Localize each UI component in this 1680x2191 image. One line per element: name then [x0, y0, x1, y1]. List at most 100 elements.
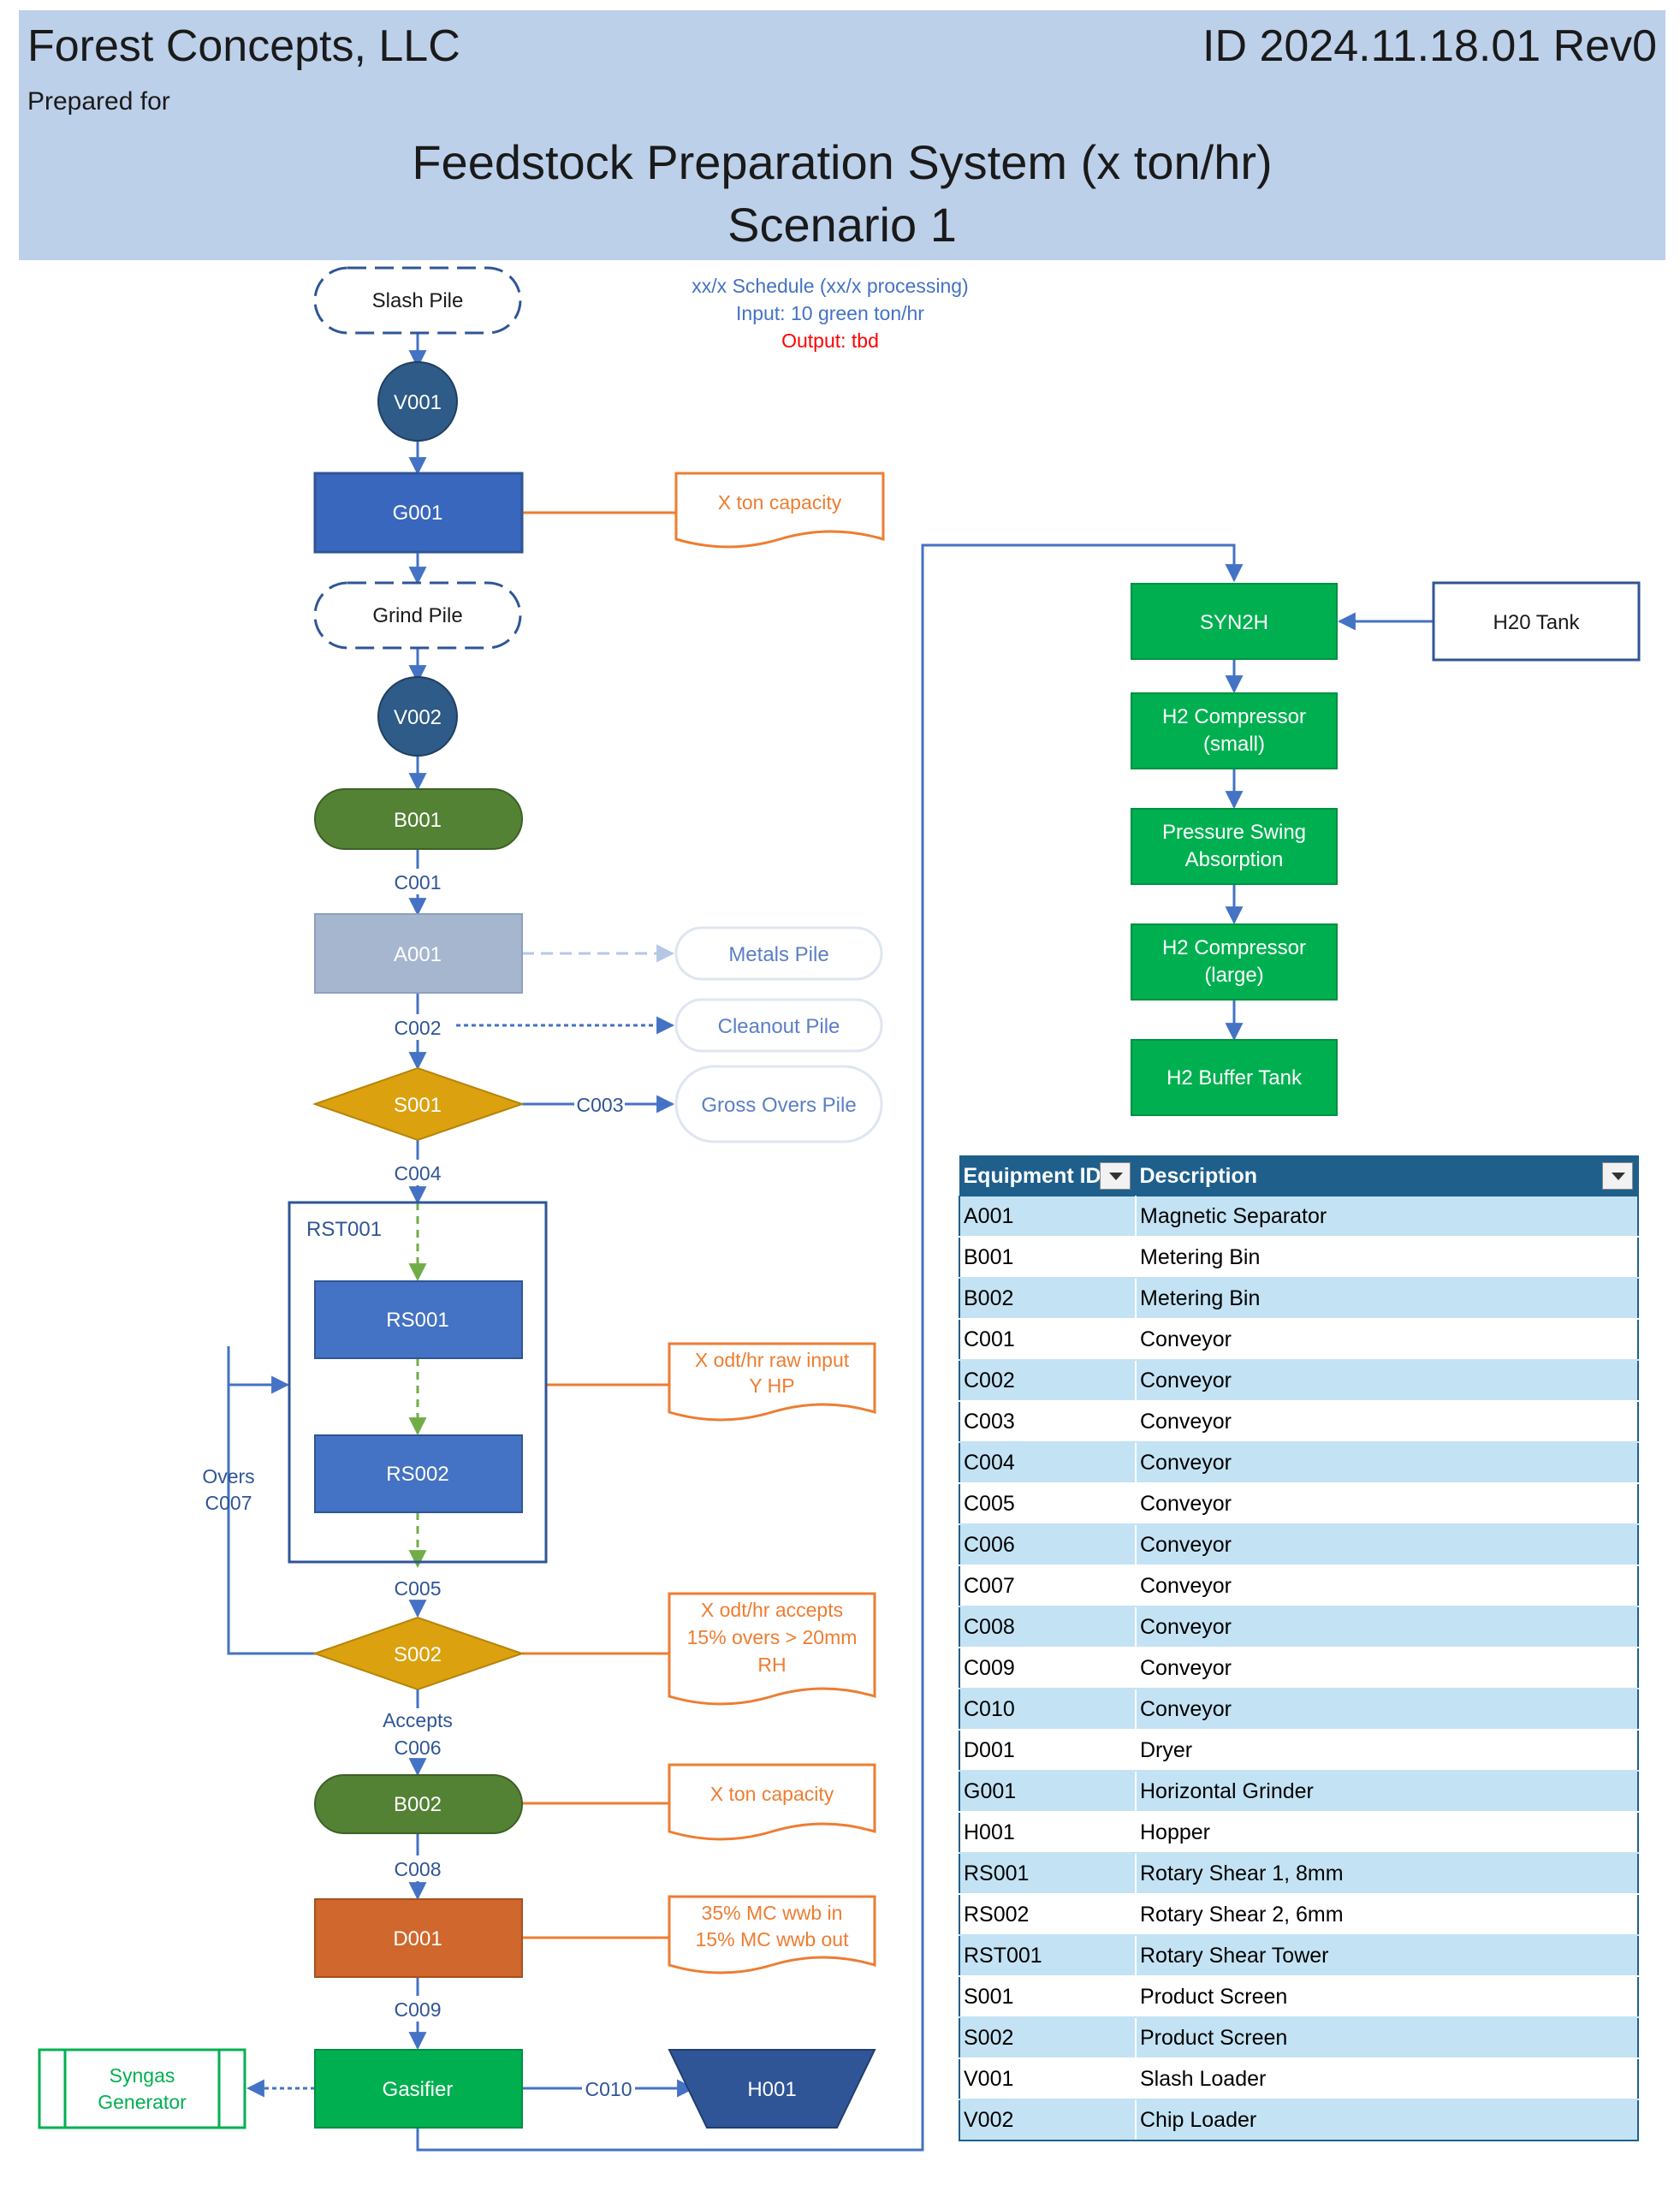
- description-cell[interactable]: Conveyor: [1136, 1483, 1639, 1525]
- equipment-id-cell[interactable]: V001: [959, 2058, 1137, 2100]
- equipment-id-cell[interactable]: C002: [959, 1360, 1137, 1402]
- description-cell[interactable]: Conveyor: [1136, 1648, 1639, 1689]
- equipment-id-cell[interactable]: B002: [959, 1278, 1137, 1320]
- grind-pile-node[interactable]: Grind Pile: [313, 581, 522, 650]
- c002-label: C002: [395, 1017, 442, 1039]
- gross-overs-pile-node[interactable]: Gross Overs Pile: [674, 1065, 883, 1143]
- equipment-id-cell[interactable]: C005: [959, 1483, 1137, 1525]
- equipment-id-cell[interactable]: H001: [959, 1812, 1137, 1854]
- s002-node[interactable]: S002: [312, 1616, 525, 1691]
- description-cell[interactable]: Product Screen: [1136, 1976, 1639, 2018]
- h001-node[interactable]: H001: [668, 2049, 876, 2129]
- h2-compressor-large-line2: (large): [1204, 964, 1263, 987]
- description-cell[interactable]: Horizontal Grinder: [1136, 1771, 1639, 1813]
- equipment-id-cell[interactable]: B001: [959, 1237, 1137, 1279]
- gross-overs-pile-label: Gross Overs Pile: [701, 1094, 856, 1117]
- equipment-id-cell[interactable]: V002: [959, 2099, 1137, 2141]
- h2-buffer-tank-node[interactable]: H2 Buffer Tank: [1131, 1039, 1338, 1116]
- d001-note-line2: 15% MC wwb out: [696, 1928, 850, 1951]
- company-name: Forest Concepts, LLC: [27, 21, 460, 71]
- b001-label: B001: [394, 809, 442, 832]
- rs002-node[interactable]: RS002: [314, 1434, 523, 1513]
- equipment-id-cell[interactable]: C007: [959, 1565, 1137, 1607]
- description-cell[interactable]: Chip Loader: [1136, 2099, 1639, 2141]
- h2o-tank-node[interactable]: H20 Tank: [1432, 581, 1641, 662]
- gasifier-node[interactable]: Gasifier: [314, 2049, 523, 2129]
- d001-node[interactable]: D001: [314, 1898, 523, 1978]
- description-cell[interactable]: Conveyor: [1136, 1606, 1639, 1648]
- syn2h-node[interactable]: SYN2H: [1131, 583, 1338, 660]
- equipment-id-cell[interactable]: C009: [959, 1648, 1137, 1689]
- equipment-id-cell[interactable]: S002: [959, 2017, 1137, 2059]
- diagram-subtitle: Scenario 1: [727, 198, 957, 252]
- overs-label: Overs: [202, 1465, 254, 1487]
- description-cell[interactable]: Conveyor: [1136, 1401, 1639, 1443]
- description-cell[interactable]: Slash Loader: [1136, 2058, 1639, 2100]
- equipment-id-cell[interactable]: C008: [959, 1606, 1137, 1648]
- equipment-id-header[interactable]: Equipment ID: [959, 1155, 1137, 1196]
- s002-note-line1: X odt/hr accepts: [701, 1599, 843, 1621]
- slash-pile-node[interactable]: Slash Pile: [313, 266, 522, 335]
- syngas-label-line1: Syngas: [110, 2064, 175, 2087]
- equipment-id-cell[interactable]: G001: [959, 1771, 1137, 1813]
- equipment-id-cell[interactable]: C010: [959, 1689, 1137, 1731]
- description-cell[interactable]: Magnetic Separator: [1136, 1196, 1639, 1238]
- description-cell[interactable]: Rotary Shear 2, 6mm: [1136, 1894, 1639, 1936]
- equipment-id-cell[interactable]: RS002: [959, 1894, 1137, 1936]
- description-cell[interactable]: Conveyor: [1136, 1360, 1639, 1402]
- equipment-id-cell[interactable]: D001: [959, 1730, 1137, 1772]
- equipment-id-cell[interactable]: C003: [959, 1401, 1137, 1443]
- equipment-id-cell[interactable]: RST001: [959, 1935, 1137, 1977]
- gasifier-label: Gasifier: [383, 2078, 454, 2101]
- description-cell[interactable]: Rotary Shear 1, 8mm: [1136, 1853, 1639, 1895]
- c010-label: C010: [585, 2078, 632, 2100]
- filter-dropdown-icon[interactable]: [1601, 1162, 1633, 1190]
- description-cell[interactable]: Conveyor: [1136, 1689, 1639, 1731]
- description-cell[interactable]: Conveyor: [1136, 1565, 1639, 1607]
- cleanout-pile-node[interactable]: Cleanout Pile: [674, 998, 883, 1053]
- v002-node[interactable]: V002: [377, 676, 458, 757]
- description-cell[interactable]: Dryer: [1136, 1730, 1639, 1772]
- equipment-id-cell[interactable]: C006: [959, 1524, 1137, 1566]
- a001-node[interactable]: A001: [314, 913, 523, 994]
- description-cell[interactable]: Rotary Shear Tower: [1136, 1935, 1639, 1977]
- document-id: ID 2024.11.18.01 Rev0: [1202, 21, 1657, 71]
- equipment-id-cell[interactable]: S001: [959, 1976, 1137, 2018]
- description-header[interactable]: Description: [1135, 1155, 1639, 1196]
- b001-node[interactable]: B001: [314, 788, 523, 850]
- h2-compressor-large-node[interactable]: H2 Compressor (large): [1131, 923, 1338, 1000]
- v001-node[interactable]: V001: [377, 361, 458, 442]
- rst001-container[interactable]: RST001: [288, 1201, 548, 1564]
- s001-node[interactable]: S001: [312, 1066, 525, 1142]
- description-cell[interactable]: Conveyor: [1136, 1319, 1639, 1361]
- equipment-id-cell[interactable]: RS001: [959, 1853, 1137, 1895]
- rs001-node[interactable]: RS001: [314, 1280, 523, 1359]
- description-cell[interactable]: Metering Bin: [1136, 1237, 1639, 1279]
- pressure-swing-node[interactable]: Pressure Swing Absorption: [1131, 808, 1338, 885]
- h001-label: H001: [747, 2078, 796, 2101]
- equipment-id-cell[interactable]: C001: [959, 1319, 1137, 1361]
- b002-node[interactable]: B002: [314, 1774, 523, 1834]
- c004-label: C004: [395, 1162, 442, 1185]
- description-cell[interactable]: Hopper: [1136, 1812, 1639, 1854]
- h2-compressor-small-node[interactable]: H2 Compressor (small): [1131, 692, 1338, 769]
- description-cell[interactable]: Metering Bin: [1136, 1278, 1639, 1320]
- equipment-id-cell[interactable]: C004: [959, 1442, 1137, 1484]
- description-cell[interactable]: Conveyor: [1136, 1442, 1639, 1484]
- g001-node[interactable]: G001: [313, 472, 524, 554]
- description-cell[interactable]: Conveyor: [1136, 1524, 1639, 1566]
- metals-pile-node[interactable]: Metals Pile: [674, 926, 883, 981]
- sort-filter-icon[interactable]: [1099, 1162, 1131, 1190]
- title-banner: Forest Concepts, LLC ID 2024.11.18.01 Re…: [19, 10, 1665, 260]
- equipment-id-cell[interactable]: A001: [959, 1196, 1137, 1238]
- arrow-overs-into-rst: [227, 1375, 290, 1477]
- syngas-generator-node[interactable]: Syngas Generator: [38, 2048, 246, 2129]
- description-cell[interactable]: Product Screen: [1136, 2017, 1639, 2059]
